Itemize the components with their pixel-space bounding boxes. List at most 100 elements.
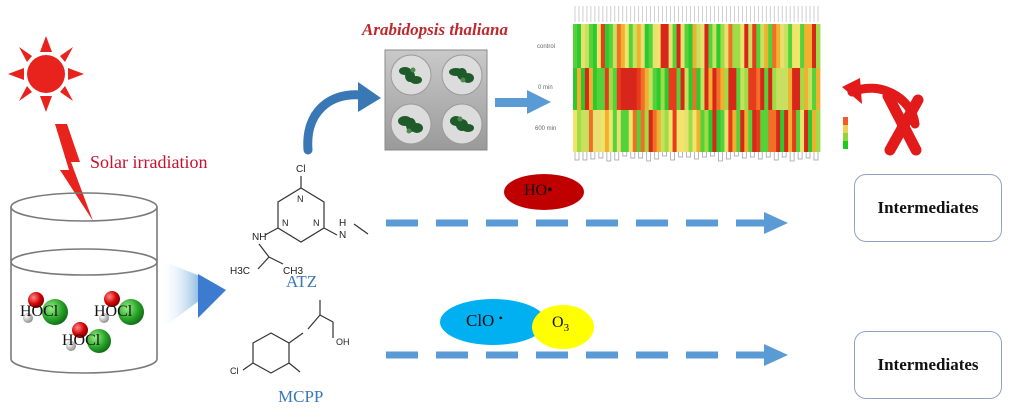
heatmap-cell — [748, 68, 753, 110]
heatmap-cell — [580, 110, 586, 152]
heatmap-cell — [780, 24, 785, 68]
heatmap-cell — [788, 110, 793, 152]
ozone-text: O3 — [552, 314, 570, 335]
heatmap-cell — [620, 24, 626, 68]
heatmap-cell — [800, 24, 805, 68]
heatmap-cell — [648, 68, 654, 110]
atz-atom-ch3: CH3 — [283, 266, 304, 277]
heatmap-cell — [573, 68, 578, 110]
heatmap-cell — [752, 24, 757, 68]
heatmap-cell — [744, 110, 749, 152]
heatmap-cell — [748, 110, 753, 152]
heatmap-cell — [672, 110, 677, 152]
heatmap-cell — [652, 110, 658, 152]
heatmap-cell — [672, 68, 677, 110]
heatmap-cell — [592, 68, 598, 110]
heatmap-cell — [712, 68, 717, 110]
heatmap-cell — [616, 24, 622, 68]
heatmap-cell — [760, 68, 765, 110]
heatmap-cell — [588, 68, 594, 110]
heatmap-cell — [640, 110, 646, 152]
heatmap-cell — [644, 24, 650, 68]
heatmap-cell — [792, 68, 797, 110]
heatmap-row-label-2: 0 min — [538, 85, 553, 91]
heatmap-cell — [784, 110, 789, 152]
heatmap-cell — [708, 110, 713, 152]
hocl-molecule-3 — [66, 322, 111, 353]
heatmap-cell — [716, 110, 721, 152]
mcpp-atom-cl: Cl — [230, 366, 239, 376]
heatmap-cell — [580, 68, 586, 110]
lightning-bolt-icon — [55, 124, 93, 221]
heatmap-cell — [700, 68, 705, 110]
heatmap-cell — [716, 24, 721, 68]
heatmap-cell — [624, 68, 630, 110]
hocl-label-1: HOCl — [20, 303, 59, 320]
heatmap-cell — [732, 24, 737, 68]
heatmap-cell — [800, 110, 805, 152]
heatmap-cell — [788, 24, 793, 68]
heatmap-cell — [804, 110, 809, 152]
intermediates-box-lower: Intermediates — [854, 331, 1002, 399]
heatmap-cell — [768, 110, 773, 152]
heatmap-cell — [772, 110, 777, 152]
heatmap-cell — [752, 68, 757, 110]
heatmap-cell — [708, 68, 713, 110]
heatmap-cell — [580, 24, 586, 68]
heatmap-cell — [768, 68, 773, 110]
heatmap-cell — [640, 24, 646, 68]
heatmap-cell — [668, 68, 673, 110]
heatmap-cell — [652, 24, 658, 68]
hocl-molecule-1 — [23, 292, 68, 325]
heatmap-cell — [632, 110, 638, 152]
heatmap-cell — [736, 68, 741, 110]
heatmap-cell — [744, 24, 749, 68]
cross-icon — [882, 90, 924, 156]
solar-irradiation-label: Solar irradiation — [90, 152, 208, 172]
heatmap-cell — [748, 24, 753, 68]
hocl-label-2: HOCl — [94, 303, 133, 320]
heatmap-cell — [764, 24, 769, 68]
heatmap-cell — [692, 24, 697, 68]
heatmap-cell — [588, 24, 594, 68]
heatmap-cell — [724, 24, 729, 68]
heatmap-cell — [708, 24, 713, 68]
heatmap-cell — [692, 110, 697, 152]
atz-atom-nh-left: NH — [252, 232, 267, 243]
heatmap-cell — [584, 110, 590, 152]
heatmap-cell — [684, 68, 689, 110]
heatmap-cell — [664, 110, 670, 152]
atz-label: ATZ — [286, 272, 318, 291]
heatmap-cell — [588, 110, 594, 152]
heatmap-cell — [596, 68, 602, 110]
heatmap-cell — [812, 68, 817, 110]
heatmap-cell — [612, 24, 618, 68]
heatmap-cell — [656, 24, 662, 68]
heatmap-cell — [780, 68, 785, 110]
heatmap-cell — [696, 68, 701, 110]
heatmap-cell — [712, 24, 717, 68]
heatmap-cell — [816, 110, 821, 152]
heatmap-cell — [612, 68, 618, 110]
heatmap-cell — [624, 24, 630, 68]
heatmap-cell — [644, 68, 650, 110]
heatmap-cell — [792, 110, 797, 152]
heatmap-cell — [696, 110, 701, 152]
heatmap-row-label-3: 600 min — [535, 126, 557, 132]
heatmap-cell — [776, 110, 781, 152]
heatmap-cell — [592, 24, 598, 68]
atz-structure — [257, 176, 369, 270]
heatmap-cell — [784, 68, 789, 110]
curved-arrow-icon — [303, 82, 381, 155]
intermediates-label-upper: Intermediates — [877, 198, 979, 217]
ho-radical-bubble — [504, 174, 584, 210]
heatmap-cell — [684, 110, 689, 152]
heatmap-cell — [780, 110, 785, 152]
atz-atom-n3: N — [313, 218, 320, 228]
heatmap-cell — [608, 24, 614, 68]
heatmap-cell — [660, 68, 666, 110]
heatmap-cell — [776, 68, 781, 110]
heatmap-cell — [648, 110, 654, 152]
heatmap-cell — [680, 68, 685, 110]
